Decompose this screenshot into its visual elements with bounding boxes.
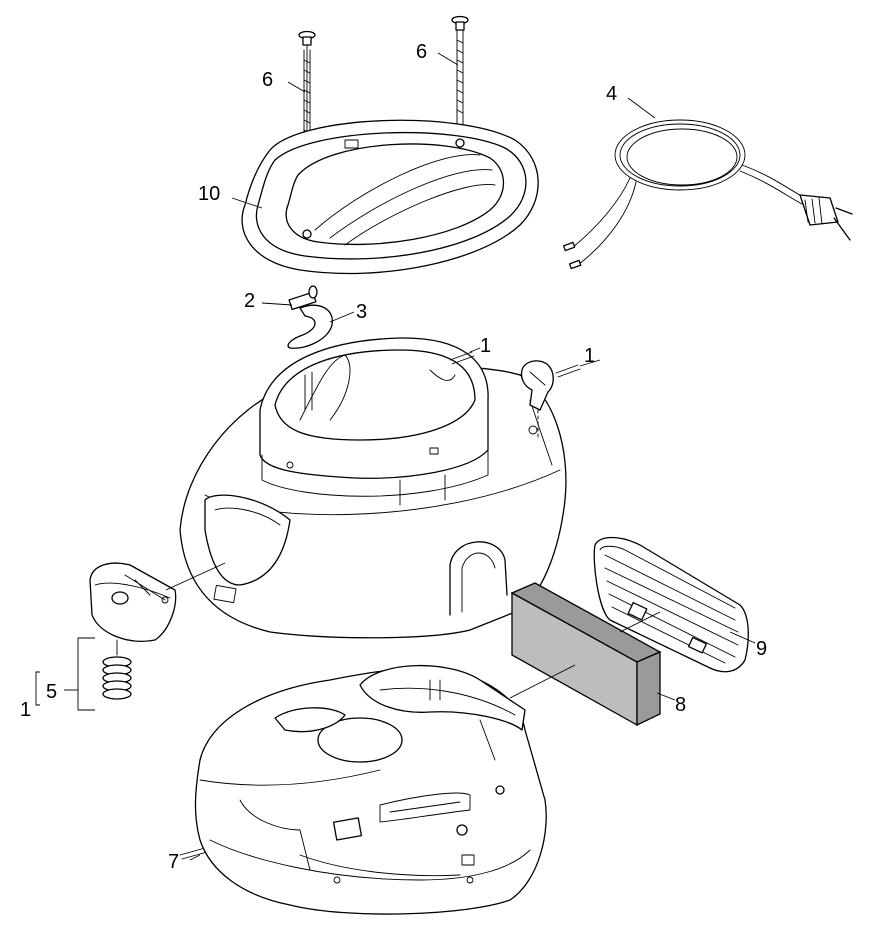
latch-clip [287, 285, 333, 349]
callout-5: 5 [46, 681, 57, 703]
handle-frame [241, 119, 539, 275]
callout-1-top: 1 [480, 335, 491, 357]
callout-1-bracket: 1 [20, 699, 31, 721]
callout-2: 2 [244, 290, 255, 312]
side-latch [520, 360, 554, 441]
pins [179, 351, 581, 860]
front-latch-cap [89, 562, 177, 642]
power-cord [562, 119, 853, 270]
callout-4: 4 [606, 83, 617, 105]
grille [593, 536, 749, 673]
callout-labels: 6 6 4 10 2 3 1 1 9 5 1 8 7 [20, 41, 767, 873]
callout-10: 10 [198, 183, 220, 205]
callout-7: 7 [168, 851, 179, 873]
callout-8: 8 [675, 694, 686, 716]
filter-block [510, 582, 662, 727]
spring [102, 639, 132, 700]
leader-lines [35, 52, 756, 861]
callout-3: 3 [356, 301, 367, 323]
callout-1-side: 1 [584, 345, 595, 367]
callout-6-left: 6 [262, 69, 273, 91]
callout-9: 9 [756, 638, 767, 660]
upper-housing [179, 337, 567, 639]
lower-base [194, 664, 547, 915]
callout-6-right: 6 [416, 41, 427, 63]
